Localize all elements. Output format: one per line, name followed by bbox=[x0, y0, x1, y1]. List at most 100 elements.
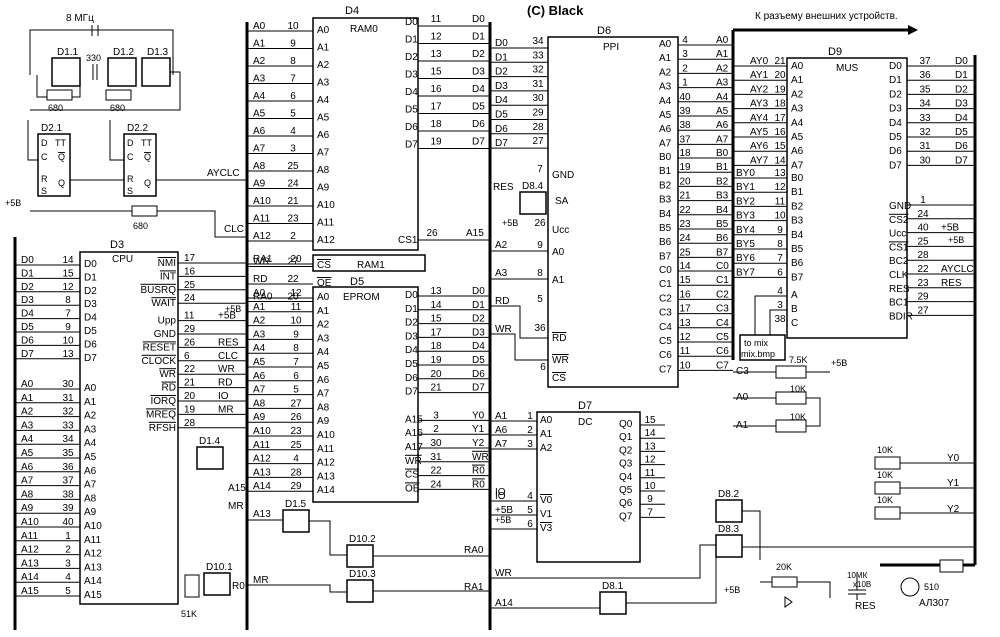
d9-out-net: D7 bbox=[955, 155, 968, 166]
d3-ctrl-net: WR bbox=[218, 364, 235, 375]
d7-in-A1: A1 bbox=[540, 429, 553, 440]
d6-pb-B3: B3 bbox=[659, 195, 672, 206]
d6-pb-num: 18 bbox=[679, 148, 691, 159]
d3-data-num: 14 bbox=[62, 255, 74, 266]
cap-10mk-label: 10МК bbox=[847, 571, 868, 580]
d5-out-net: D7 bbox=[472, 383, 485, 394]
d6-a-A1: A1 bbox=[552, 275, 565, 286]
d3-ctrl-net: IO bbox=[218, 391, 229, 402]
d4-net-label: A10 bbox=[253, 196, 271, 207]
d4-out-num: 11 bbox=[431, 14, 442, 25]
d5-out-net: D3 bbox=[472, 327, 485, 338]
d4-out-num: 12 bbox=[430, 32, 442, 43]
plus5-net-cpu: +5В bbox=[225, 304, 241, 314]
d6-in-num: 28 bbox=[532, 122, 544, 133]
d4-out-D0: D0 bbox=[405, 17, 418, 28]
trigger-c: C bbox=[127, 152, 134, 162]
d5-out-net: D5 bbox=[472, 355, 485, 366]
gate-d10-2 bbox=[346, 544, 374, 568]
r0-net: R0 bbox=[232, 581, 245, 592]
d4-ra1-num: 20 bbox=[290, 254, 302, 265]
d5-pin-A10: A10 bbox=[317, 430, 335, 441]
d9-out-net: D5 bbox=[955, 127, 968, 138]
d3-ctrl-Upp: Upp bbox=[158, 316, 177, 327]
d9-out-D3: D3 bbox=[889, 104, 902, 115]
d3-ctrl-net: CLC bbox=[218, 351, 238, 362]
d6-in-net: D5 bbox=[495, 110, 508, 121]
d5-out-num: 31 bbox=[430, 452, 442, 463]
d6-pa-A0: A0 bbox=[659, 39, 672, 50]
d5-pin-A6: A6 bbox=[317, 375, 330, 386]
d3-ctrl-num: 21 bbox=[184, 378, 196, 389]
d4-net-label: A8 bbox=[253, 161, 266, 172]
d6-pc-num: 15 bbox=[679, 275, 691, 286]
d6-pa-A7: A7 bbox=[659, 138, 672, 149]
d9-b-B3: B3 bbox=[791, 216, 804, 227]
d6-in-num: 31 bbox=[532, 79, 544, 90]
d9-out-D1: D1 bbox=[889, 75, 902, 86]
d6-pb-num: 22 bbox=[679, 205, 691, 216]
d3-data-net: D2 bbox=[21, 282, 34, 293]
d9-b-B2: B2 bbox=[791, 201, 804, 212]
d3-data-num: 12 bbox=[62, 282, 74, 293]
d6-pb-num: 21 bbox=[679, 191, 691, 202]
d5-pin-num: 23 bbox=[290, 426, 302, 437]
d3-addr-num: 32 bbox=[62, 407, 74, 418]
d3-ctrl-GND: GND bbox=[154, 329, 176, 340]
resistor-51k bbox=[184, 574, 200, 598]
r10k-label-5: 10K bbox=[877, 495, 893, 505]
d3-data-num: 10 bbox=[62, 335, 74, 346]
d5-net-label: A6 bbox=[253, 371, 266, 382]
d3-data-net: D1 bbox=[21, 268, 34, 279]
d4-pin-num: 23 bbox=[287, 214, 299, 225]
d3-data-num: 15 bbox=[62, 268, 74, 279]
gate-d1-2 bbox=[107, 57, 137, 87]
trigger-d2-1 bbox=[37, 133, 71, 197]
diode-icon bbox=[784, 596, 793, 608]
d5-out-num: 19 bbox=[430, 355, 442, 366]
d4-out-net: D5 bbox=[472, 102, 485, 113]
d3-data-num: 13 bbox=[62, 349, 74, 360]
d3-ctrl-CLOCK: CLOCK bbox=[142, 356, 177, 367]
d3-ctrl-MREQ: MREQ bbox=[146, 409, 176, 420]
d9-b-B5: B5 bbox=[791, 244, 804, 255]
d5-out-net: Y2 bbox=[472, 438, 485, 449]
d9-b-B6: B6 bbox=[791, 258, 804, 269]
d3-ctrl-num: 29 bbox=[184, 324, 196, 335]
d9-ay-num: 20 bbox=[774, 70, 786, 81]
d4-pin-A9: A9 bbox=[317, 183, 330, 194]
d3-ctrl-num: 6 bbox=[184, 351, 190, 362]
d7-out-Q6: Q6 bbox=[619, 498, 633, 509]
d7-in-num: 2 bbox=[527, 425, 533, 436]
gate-d8-3 bbox=[715, 534, 743, 558]
d9-a-A2: A2 bbox=[791, 89, 804, 100]
d7-out-Q0: Q0 bbox=[619, 419, 633, 430]
r510-label: 510 bbox=[924, 582, 939, 592]
d9-ctl-CS1: CS1 bbox=[889, 242, 909, 253]
d9-ay-net: AY4 bbox=[750, 113, 769, 124]
d6-pc-C4: C4 bbox=[659, 322, 672, 333]
d3-addr-net: A10 bbox=[21, 517, 39, 528]
mix-label: to mix bbox=[744, 338, 769, 348]
resistor-680-2 bbox=[105, 89, 132, 101]
d9-out-num: 31 bbox=[919, 141, 931, 152]
d7-en-V1: V1 bbox=[540, 509, 553, 520]
mix-output-box bbox=[739, 334, 786, 361]
d3-ctrl-IORQ: IORQ bbox=[150, 396, 176, 407]
d9-by-num: 6 bbox=[777, 267, 783, 278]
d5-net-label: A1 bbox=[253, 302, 266, 313]
d3-ctrl-num: 11 bbox=[184, 311, 195, 322]
d4-pin-num: 24 bbox=[287, 179, 299, 190]
d4-pin-num: 22 bbox=[287, 274, 299, 285]
d6-gnd-num: 7 bbox=[537, 164, 543, 175]
d4-net-label: RD bbox=[253, 274, 267, 285]
d5-out-num: 14 bbox=[430, 300, 442, 311]
d3-addr-net: A2 bbox=[21, 407, 34, 418]
d4-pin-A11: A11 bbox=[317, 218, 334, 229]
d4-out-net: D3 bbox=[472, 67, 485, 78]
d3-addr-num: 3 bbox=[65, 558, 71, 569]
d4-out-num: 18 bbox=[430, 119, 442, 130]
d6-pa-num: 2 bbox=[682, 63, 688, 74]
a13-net: A13 bbox=[253, 509, 271, 520]
d9-out-net: D0 bbox=[955, 56, 968, 67]
